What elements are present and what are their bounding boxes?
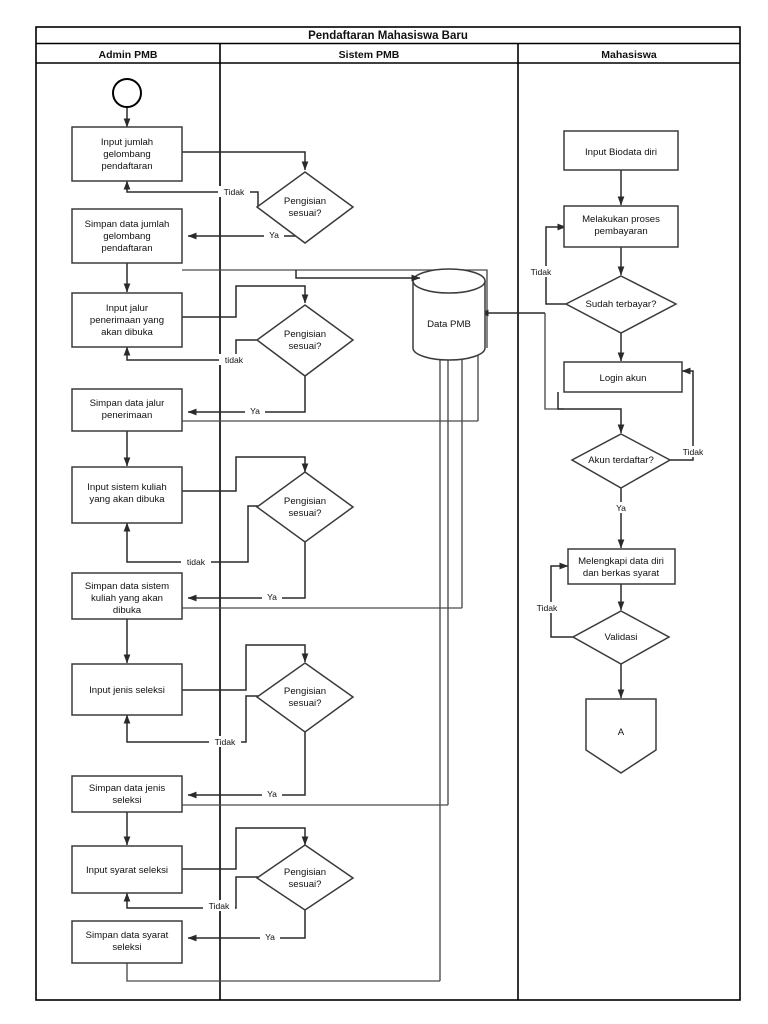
node-decision-validasi[interactable]: Validasi bbox=[571, 610, 671, 665]
node-label-line: Simpan data jalur bbox=[90, 398, 165, 409]
node-label-line: dibuka bbox=[113, 605, 142, 616]
node-label-line: pendaftaran bbox=[101, 243, 152, 254]
node-melakukan-proses-pembayaran[interactable]: Melakukan proses pembayaran bbox=[563, 205, 679, 248]
node-label-line: Login akun bbox=[600, 373, 647, 384]
node-database-data-pmb[interactable]: Data PMB bbox=[412, 268, 486, 361]
edge-label-d5-no: Tidak bbox=[209, 901, 230, 911]
node-label-line: penerimaan yang bbox=[90, 315, 164, 326]
node-label-line: Input Biodata diri bbox=[585, 147, 657, 158]
edge-label-d5-yes: Ya bbox=[265, 932, 275, 942]
node-simpan-jalur-penerimaan[interactable]: Simpan data jalur penerimaan bbox=[71, 388, 183, 432]
edge-label-md1-no: Tidak bbox=[531, 267, 552, 277]
node-decision-sudah-terbayar[interactable]: Sudah terbayar? bbox=[564, 275, 678, 334]
node-label-line: Melengkapi data diri bbox=[578, 556, 664, 567]
edge-label-d3-yes: Ya bbox=[267, 592, 277, 602]
node-input-biodata-diri[interactable]: Input Biodata diri bbox=[563, 130, 679, 171]
node-label-line: sesuai? bbox=[288, 341, 321, 352]
diagram-title: Pendaftaran Mahasiswa Baru bbox=[308, 30, 468, 42]
node-label-line: Validasi bbox=[605, 632, 638, 643]
edge-a2-to-db bbox=[295, 270, 421, 282]
node-label-line: Input jumlah bbox=[101, 137, 153, 148]
node-decision-pengisian-2[interactable]: Pengisian sesuai? bbox=[255, 304, 355, 377]
node-label-line: penerimaan bbox=[102, 410, 153, 421]
lane-header-sistem: Sistem PMB bbox=[339, 49, 400, 61]
node-label-line: gelombang bbox=[103, 149, 150, 160]
lane-header-mahasiswa: Mahasiswa bbox=[601, 49, 657, 61]
swimlane-frame bbox=[35, 26, 741, 1001]
node-decision-pengisian-1[interactable]: Pengisian sesuai? bbox=[255, 171, 355, 244]
node-label-line: kuliah yang akan bbox=[91, 593, 163, 604]
node-label-line: A bbox=[618, 727, 625, 738]
node-simpan-jenis-seleksi[interactable]: Simpan data jenis seleksi bbox=[71, 775, 183, 813]
node-label-line: Input jenis seleksi bbox=[89, 685, 165, 696]
node-input-syarat-seleksi[interactable]: Input syarat seleksi bbox=[71, 845, 183, 894]
edge-labels: Tidak Ya tidak Ya tidak Ya Tidak Ya Tida… bbox=[181, 186, 709, 942]
node-label-line: dan berkas syarat bbox=[583, 568, 660, 579]
lane-header-admin: Admin PMB bbox=[99, 49, 158, 61]
node-input-jumlah-gelombang[interactable]: Input jumlah gelombang pendaftaran bbox=[71, 126, 183, 182]
node-decision-pengisian-4[interactable]: Pengisian sesuai? bbox=[255, 662, 355, 733]
node-input-jalur-penerimaan[interactable]: Input jalur penerimaan yang akan dibuka bbox=[71, 292, 183, 348]
edge-label-d1-yes: Ya bbox=[269, 230, 279, 240]
edge-label-d4-yes: Ya bbox=[267, 789, 277, 799]
node-label-line: Simpan data jumlah bbox=[85, 219, 170, 230]
node-label-line: Input sistem kuliah bbox=[87, 482, 166, 493]
edge-label-md2-no: Tidak bbox=[683, 447, 704, 457]
node-label-line: seleksi bbox=[112, 795, 141, 806]
edge-label-md2-yes: Ya bbox=[616, 503, 626, 513]
node-label-line: gelombang bbox=[103, 231, 150, 242]
node-label-line: yang akan dibuka bbox=[89, 494, 165, 505]
connectors-mahasiswa-lane bbox=[479, 170, 694, 699]
node-label-line: Input jalur bbox=[106, 303, 149, 314]
node-simpan-syarat-seleksi[interactable]: Simpan data syarat seleksi bbox=[71, 920, 183, 964]
node-start[interactable] bbox=[112, 78, 142, 108]
node-simpan-jumlah-gelombang[interactable]: Simpan data jumlah gelombang pendaftaran bbox=[71, 208, 183, 264]
connectors-admin-lane bbox=[123, 106, 488, 982]
edge-label-d3-no: tidak bbox=[187, 557, 206, 567]
edge-label-d4-no: Tidak bbox=[215, 737, 236, 747]
node-label-line: Simpan data syarat bbox=[86, 930, 169, 941]
node-label-line: pendaftaran bbox=[101, 161, 152, 172]
edge-label-d1-no: Tidak bbox=[224, 187, 245, 197]
edge-label-d2-yes: Ya bbox=[250, 406, 260, 416]
node-label-line: sesuai? bbox=[288, 879, 321, 890]
node-label-line: Simpan data sistem bbox=[85, 581, 169, 592]
node-label-line: Input syarat seleksi bbox=[86, 865, 168, 876]
node-decision-pengisian-5[interactable]: Pengisian sesuai? bbox=[255, 844, 355, 911]
node-melengkapi-data-diri[interactable]: Melengkapi data diri dan berkas syarat bbox=[567, 548, 676, 585]
node-label-line: sesuai? bbox=[288, 208, 321, 219]
node-label-line: pembayaran bbox=[594, 226, 647, 237]
node-label-line: Melakukan proses bbox=[582, 214, 660, 225]
node-label-line: Pengisian bbox=[284, 867, 326, 878]
node-label-line: Pengisian bbox=[284, 496, 326, 507]
node-label-line: sesuai? bbox=[288, 508, 321, 519]
node-label-line: Data PMB bbox=[427, 319, 471, 330]
node-login-akun[interactable]: Login akun bbox=[563, 361, 683, 393]
node-offpage-connector-a[interactable]: A bbox=[585, 698, 657, 774]
node-decision-pengisian-3[interactable]: Pengisian sesuai? bbox=[255, 471, 355, 543]
edge-label-d2-no: tidak bbox=[225, 355, 244, 365]
node-label-line: Pengisian bbox=[284, 329, 326, 340]
node-simpan-sistem-kuliah[interactable]: Simpan data sistem kuliah yang akan dibu… bbox=[71, 572, 183, 620]
node-label-line: Pengisian bbox=[284, 686, 326, 697]
node-label-line: Pengisian bbox=[284, 196, 326, 207]
node-label-line: akan dibuka bbox=[101, 327, 153, 338]
node-input-jenis-seleksi[interactable]: Input jenis seleksi bbox=[71, 663, 183, 716]
node-label-line: Simpan data jenis bbox=[89, 783, 165, 794]
node-label-line: Sudah terbayar? bbox=[586, 299, 657, 310]
node-label-line: Akun terdaftar? bbox=[588, 455, 654, 466]
node-label-line: sesuai? bbox=[288, 698, 321, 709]
edge-label-md3-no: Tidak bbox=[537, 603, 558, 613]
node-decision-akun-terdaftar[interactable]: Akun terdaftar? bbox=[570, 433, 672, 489]
node-label-line: seleksi bbox=[112, 942, 141, 953]
node-input-sistem-kuliah[interactable]: Input sistem kuliah yang akan dibuka bbox=[71, 466, 183, 524]
